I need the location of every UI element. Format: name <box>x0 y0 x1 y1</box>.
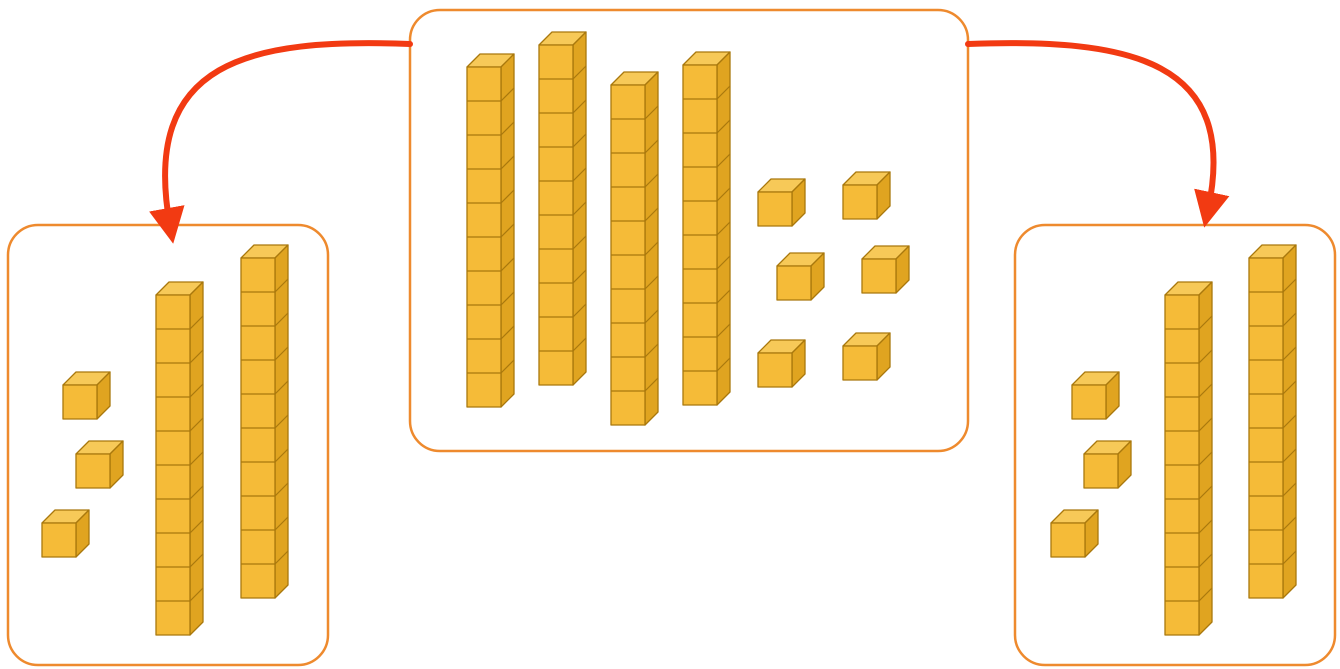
ones-cube <box>76 441 123 488</box>
ones-cube <box>758 340 805 387</box>
tens-rod <box>241 245 288 598</box>
ones-cube <box>1072 372 1119 419</box>
tens-rod <box>1165 282 1212 635</box>
ones-cube <box>1084 441 1131 488</box>
tens-rod <box>683 52 730 405</box>
tens-rod <box>1249 245 1296 598</box>
tens-rod <box>611 72 658 425</box>
ones-cube <box>63 372 110 419</box>
ones-cube <box>777 253 824 300</box>
ones-cube <box>862 246 909 293</box>
tens-rod <box>467 54 514 407</box>
blocks-layer <box>42 32 1296 635</box>
ones-cube <box>42 510 89 557</box>
split-arrow-right <box>968 43 1214 210</box>
split-arrow-left <box>165 43 410 226</box>
ones-cube <box>843 333 890 380</box>
tens-rod <box>156 282 203 635</box>
ones-cube <box>1051 510 1098 557</box>
ones-cube <box>758 179 805 226</box>
ones-cube <box>843 172 890 219</box>
tens-rod <box>539 32 586 385</box>
